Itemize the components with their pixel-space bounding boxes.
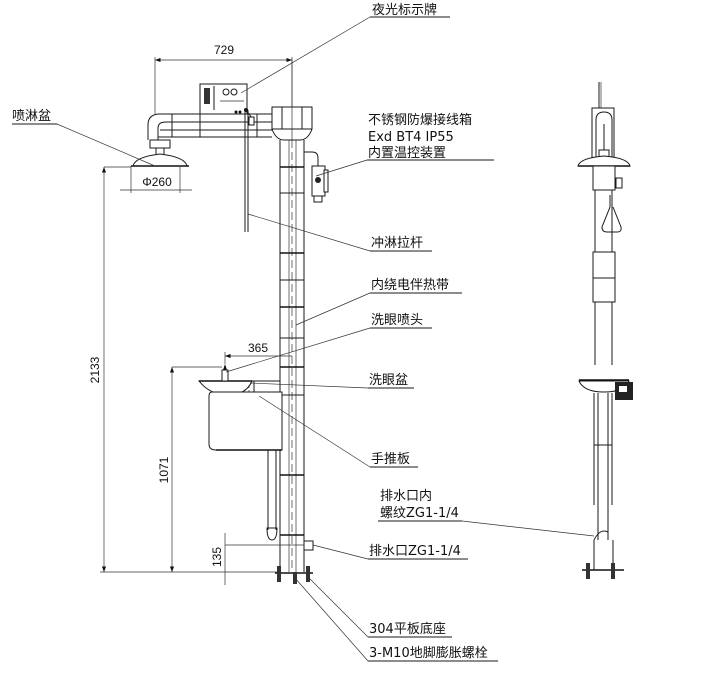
label-night-sign: 夜光标示牌 xyxy=(240,2,450,94)
label-eyewash-bowl: 洗眼盆 xyxy=(249,373,414,389)
shower-arm xyxy=(147,113,272,154)
svg-text:夜光标示牌: 夜光标示牌 xyxy=(372,2,437,18)
side-view xyxy=(577,82,633,579)
dimension-365: 365 xyxy=(224,341,292,364)
label-heat-tracing: 内绕电伴热带 xyxy=(295,277,462,326)
dim-eyewash-reach: 365 xyxy=(248,341,268,355)
svg-text:喷淋盆: 喷淋盆 xyxy=(12,109,51,124)
label-junction-box: 不锈钢防爆接线箱 Exd BT4 IP55 内置温控装置 xyxy=(315,112,494,177)
label-shower-head: 喷淋盆 xyxy=(12,109,156,167)
dim-drain-height: 135 xyxy=(210,547,224,567)
front-view xyxy=(131,60,329,584)
svg-text:Exd BT4 IP55: Exd BT4 IP55 xyxy=(368,130,454,145)
junction-box xyxy=(304,151,329,203)
svg-text:洗眼喷头: 洗眼喷头 xyxy=(371,313,423,328)
push-plate xyxy=(208,391,283,451)
dimension-135: 135 xyxy=(210,533,304,585)
dimension-2133: 2133 xyxy=(88,166,280,573)
dim-shower-diameter: Φ260 xyxy=(142,175,172,189)
dim-arm-length: 729 xyxy=(214,43,234,57)
svg-text:螺纹ZG1-1/4: 螺纹ZG1-1/4 xyxy=(380,506,459,521)
svg-text:手推板: 手推板 xyxy=(371,452,410,467)
drain-pipe xyxy=(266,450,314,551)
svg-text:洗眼盆: 洗眼盆 xyxy=(369,373,408,388)
night-sign-plate xyxy=(199,83,248,115)
shower-head xyxy=(131,153,189,167)
svg-text:不锈钢防爆接线箱: 不锈钢防爆接线箱 xyxy=(368,112,472,128)
svg-text:内置温控装置: 内置温控装置 xyxy=(368,145,446,161)
label-eyewash-nozzle: 洗眼喷头 xyxy=(225,313,432,373)
label-inner-drain: 排水口内 螺纹ZG1-1/4 xyxy=(378,488,595,537)
svg-text:内绕电伴热带: 内绕电伴热带 xyxy=(371,277,449,293)
label-push-plate: 手推板 xyxy=(258,395,418,468)
svg-text:冲淋拉杆: 冲淋拉杆 xyxy=(371,236,423,251)
svg-text:304平板底座: 304平板底座 xyxy=(369,621,446,637)
dimension-260: Φ260 xyxy=(120,166,192,193)
base-plate xyxy=(275,566,313,584)
label-drain-outlet: 排水口ZG1-1/4 xyxy=(312,544,468,560)
svg-text:排水口内: 排水口内 xyxy=(380,488,432,504)
dimension-729: 729 xyxy=(154,43,293,114)
dim-bowl-height: 1071 xyxy=(157,456,171,483)
label-base-plate: 304平板底座 xyxy=(308,577,452,638)
dim-total-height: 2133 xyxy=(88,356,102,383)
svg-text:3-M10地脚膨胀螺栓: 3-M10地脚膨胀螺栓 xyxy=(369,645,488,661)
dimension-1071: 1071 xyxy=(157,366,222,572)
label-pull-rod: 冲淋拉杆 xyxy=(247,213,432,252)
label-anchor-bolts: 3-M10地脚膨胀螺栓 xyxy=(294,577,498,662)
svg-text:排水口ZG1-1/4: 排水口ZG1-1/4 xyxy=(369,544,461,559)
shower-pull-rod xyxy=(244,108,255,232)
